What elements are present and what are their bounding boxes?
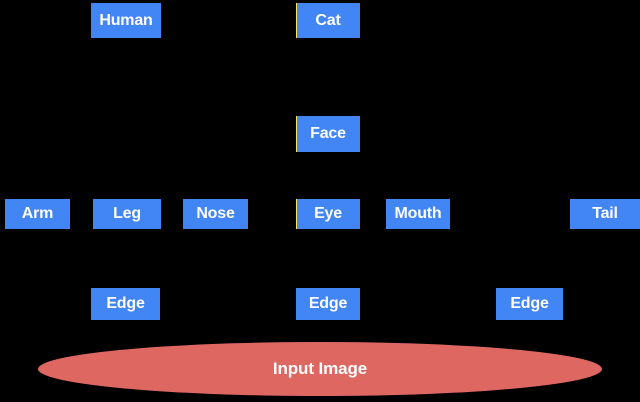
node-label: Arm: [21, 205, 54, 222]
input-image-ellipse[interactable]: Input Image: [38, 342, 602, 396]
node-accent-edge-marker: [296, 199, 297, 229]
node-eye-2-3[interactable]: Eye: [296, 199, 360, 229]
node-edge-3-0[interactable]: Edge: [91, 288, 160, 320]
node-label: Tail: [592, 205, 618, 222]
node-nose-2-2[interactable]: Nose: [183, 199, 248, 229]
node-label: Mouth: [394, 205, 442, 222]
node-leg-2-1[interactable]: Leg: [93, 199, 161, 229]
node-label: Edge: [106, 295, 145, 312]
node-mouth-2-4[interactable]: Mouth: [386, 199, 450, 229]
node-label: Edge: [510, 295, 549, 312]
input-image-label: Input Image: [272, 359, 368, 378]
node-accent-edge-marker: [296, 116, 297, 152]
node-face-1-0[interactable]: Face: [296, 116, 360, 152]
node-label: Leg: [113, 205, 141, 222]
node-accent-edge-marker: [296, 3, 297, 38]
node-edge-3-1[interactable]: Edge: [296, 288, 360, 320]
node-edge-3-2[interactable]: Edge: [496, 288, 563, 320]
node-label: Edge: [308, 295, 348, 312]
node-label: Eye: [314, 205, 342, 222]
node-arm-2-0[interactable]: Arm: [5, 199, 70, 229]
node-label: Face: [310, 125, 346, 142]
node-tail-2-5[interactable]: Tail: [570, 199, 640, 229]
node-label: Nose: [196, 205, 235, 222]
node-human-0-0[interactable]: Human: [91, 3, 161, 38]
node-cat-0-1[interactable]: Cat: [296, 3, 360, 38]
node-label: Cat: [315, 11, 341, 29]
node-label: Human: [99, 11, 153, 29]
